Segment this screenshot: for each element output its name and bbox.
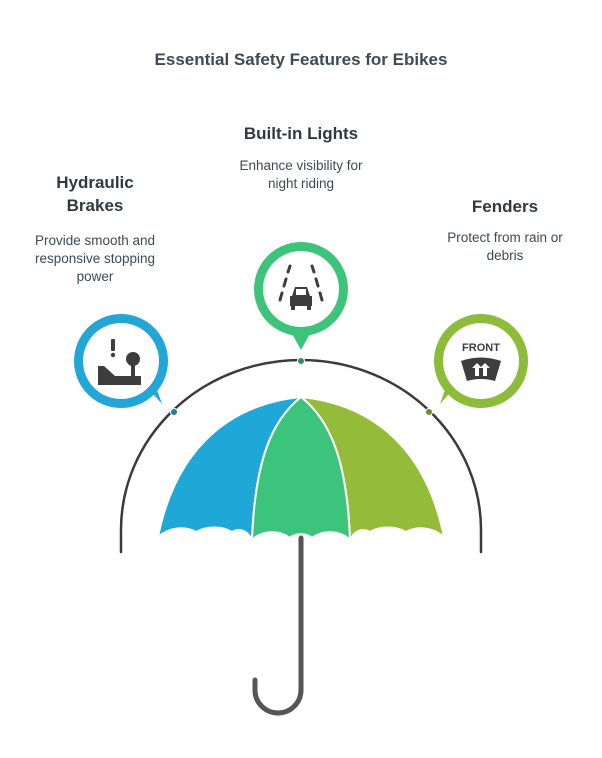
feature-description-hydraulic-brakes: Provide smooth and responsive stopping p… bbox=[15, 232, 175, 286]
connector-dot-left bbox=[170, 408, 178, 416]
description-line: debris bbox=[486, 248, 524, 263]
connector-dot-right bbox=[425, 408, 433, 416]
description-line: night riding bbox=[267, 176, 335, 191]
connector-dot-middle bbox=[297, 357, 305, 365]
heading-line: Brakes bbox=[66, 196, 124, 215]
heading-line: Hydraulic bbox=[56, 173, 134, 192]
canopy-panel-middle bbox=[250, 395, 352, 543]
heading-line: Fenders bbox=[471, 197, 539, 216]
description-line: Protect from rain or bbox=[447, 230, 563, 245]
umbrella-handle bbox=[252, 535, 304, 716]
feature-heading-hydraulic-brakes: Hydraulic Brakes bbox=[30, 171, 160, 217]
feature-heading-fenders: Fenders bbox=[425, 195, 585, 218]
feature-description-built-in-lights: Enhance visibility for night riding bbox=[210, 157, 392, 193]
feature-description-fenders: Protect from rain or debris bbox=[420, 229, 590, 265]
badge-hydraulic-brakes bbox=[74, 314, 168, 408]
description-line: responsive stopping bbox=[34, 251, 156, 266]
road-car-icon bbox=[278, 264, 324, 310]
badge-inner bbox=[83, 323, 159, 399]
heading-line: Built-in Lights bbox=[243, 124, 359, 143]
page-title: Essential Safety Features for Ebikes bbox=[154, 50, 448, 69]
badge-built-in-lights bbox=[254, 242, 348, 350]
feature-heading-built-in-lights: Built-in Lights bbox=[200, 122, 402, 145]
description-line: power bbox=[76, 269, 114, 284]
badge-fenders: FRONT bbox=[434, 314, 528, 408]
front-windshield-icon: FRONT bbox=[461, 342, 501, 381]
description-line: Provide smooth and bbox=[34, 233, 156, 248]
brake-warning-icon bbox=[98, 339, 141, 385]
description-line: Enhance visibility for bbox=[239, 158, 363, 173]
front-label: FRONT bbox=[462, 342, 500, 354]
